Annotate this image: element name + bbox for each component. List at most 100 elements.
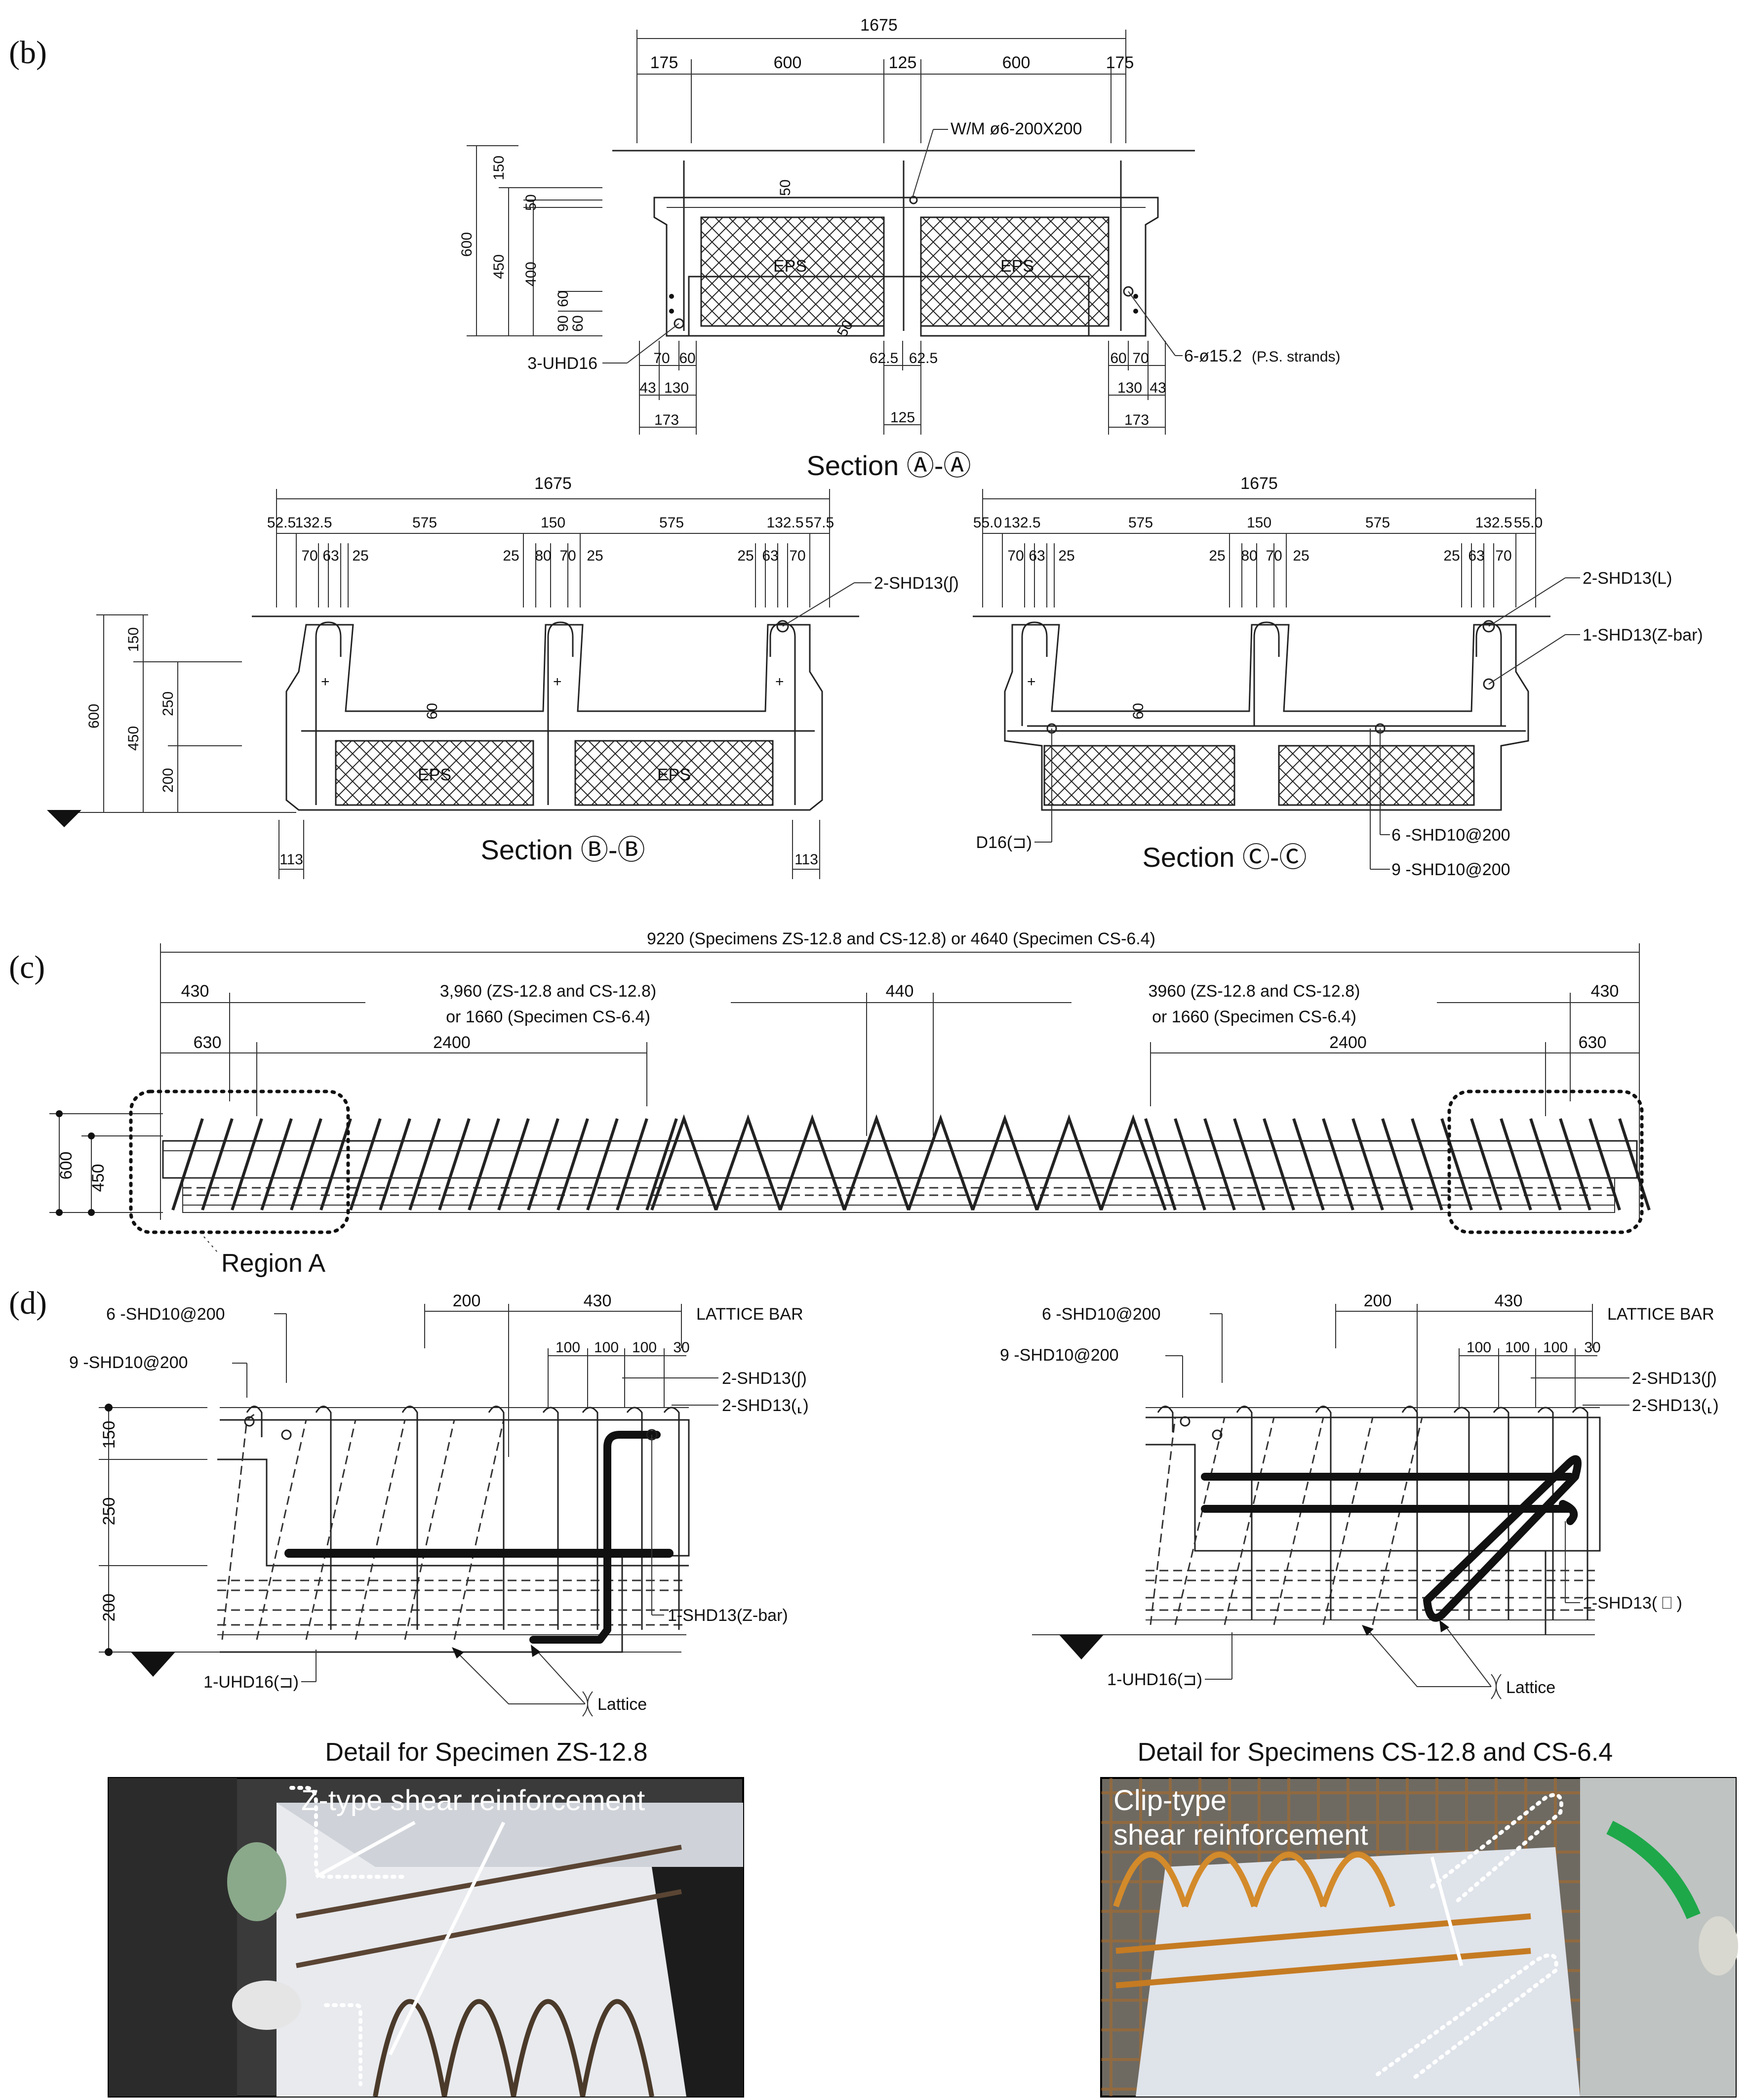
bb-dim-150: 150 xyxy=(125,627,142,652)
cc-d1-1: 132.5 xyxy=(1003,515,1040,531)
cs-uhd-label: 1-UHD16(⊐) xyxy=(1107,1670,1202,1689)
zs-shd9-label: 9 -SHD10@200 xyxy=(69,1353,188,1372)
aa-br-173: 173 xyxy=(1124,412,1149,428)
panel-label-b: (b) xyxy=(9,35,47,71)
cc-d2-5: 70 xyxy=(1266,548,1282,564)
region-a-label: Region A xyxy=(221,1249,325,1278)
aa-dim-50: 50 xyxy=(523,194,539,210)
cc-d16-label: D16(⊐) xyxy=(976,833,1032,852)
zs-lattice-bar-label: LATTICE BAR xyxy=(696,1305,803,1324)
cc-overall-dim: 1675 xyxy=(1240,474,1278,493)
aa-bm-625b: 62.5 xyxy=(909,350,938,366)
elev-center-440: 440 xyxy=(886,982,914,1001)
cc-shd6-label: 6 -SHD10@200 xyxy=(1391,826,1510,845)
cs-sp-3: 30 xyxy=(1584,1339,1600,1356)
bb-d2-3: 25 xyxy=(503,548,519,564)
bb-bottom-113-right: 113 xyxy=(794,851,818,868)
cc-d2-4: 80 xyxy=(1241,548,1257,564)
section-cc: 1675 55.0 132.5 575 150 575 132.5 55.0 7… xyxy=(973,474,1703,879)
cc-d2-8: 63 xyxy=(1468,548,1484,564)
aa-eps-right: EPS xyxy=(1000,257,1034,276)
bb-d2-9: 70 xyxy=(789,548,805,564)
aa-bl-60: 60 xyxy=(679,350,695,366)
bb-d1-5: 132.5 xyxy=(766,515,803,531)
elev-height-450: 450 xyxy=(89,1164,108,1192)
bb-d1-4: 575 xyxy=(659,515,684,531)
elev-overall: 9220 (Specimens ZS-12.8 and CS-12.8) or … xyxy=(647,929,1155,948)
svg-text:+: + xyxy=(321,674,330,690)
photo-cs-label-1: Clip-type xyxy=(1113,1784,1227,1817)
bb-d2-5: 70 xyxy=(559,548,576,564)
zs-sp-3: 30 xyxy=(673,1339,689,1356)
cc-d1-3: 150 xyxy=(1247,515,1271,531)
cc-d2-0: 70 xyxy=(1007,548,1024,564)
detail-cs: 200 430 LATTICE BAR 100 100 100 30 6 -SH… xyxy=(1000,1292,1719,1767)
aa-dim-400: 400 xyxy=(523,262,539,286)
aa-bl-173: 173 xyxy=(654,412,679,428)
cs-clip-label: 1-SHD13( ⎕ ) xyxy=(1583,1594,1682,1613)
zs-r1-label: 2-SHD13(∫) xyxy=(722,1369,807,1388)
elev-left-mid-1: 3,960 (ZS-12.8 and CS-12.8) xyxy=(440,982,656,1001)
cc-d1-0: 55.0 xyxy=(973,515,1002,531)
cc-title: Section Ⓒ-Ⓒ xyxy=(1143,842,1307,873)
zs-dim-430: 430 xyxy=(584,1292,612,1310)
elev-right-2400: 2400 xyxy=(1329,1033,1367,1052)
cc-d2-6: 25 xyxy=(1293,548,1309,564)
cc-d2-3: 25 xyxy=(1209,548,1225,564)
aa-dim-125: 125 xyxy=(889,53,917,72)
bb-d1-2: 575 xyxy=(412,515,437,531)
bb-eps-right: EPS xyxy=(657,766,691,784)
cs-shd9-label: 9 -SHD10@200 xyxy=(1000,1346,1119,1365)
section-bb: 1675 52.5 132.5 575 150 575 132.5 57.5 7… xyxy=(47,474,959,879)
zs-lattice-label: Lattice xyxy=(597,1695,647,1714)
bb-d2-8: 63 xyxy=(762,548,778,564)
bb-bottom-113-left: 113 xyxy=(279,851,303,868)
bb-d2-6: 25 xyxy=(587,548,603,564)
zs-r2-label: 2-SHD13(⸤) xyxy=(722,1396,809,1415)
elev-right-mid-2: or 1660 (Specimen CS-6.4) xyxy=(1152,1008,1356,1026)
support-triangle-icon xyxy=(47,810,81,827)
bb-dim-200: 200 xyxy=(160,768,176,793)
elevation-c: 9220 (Specimens ZS-12.8 and CS-12.8) or … xyxy=(49,929,1651,1278)
cc-d1-5: 132.5 xyxy=(1475,515,1512,531)
zs-zbar-label: 1-SHD13(Z-bar) xyxy=(668,1606,788,1625)
bb-d2-0: 70 xyxy=(301,548,317,564)
cs-sp-1: 100 xyxy=(1505,1339,1530,1356)
bb-inner-60: 60 xyxy=(424,703,440,719)
bb-d1-3: 150 xyxy=(541,515,565,531)
svg-text:+: + xyxy=(775,674,784,690)
aa-dim-150: 150 xyxy=(491,156,507,180)
aa-inner-50: 50 xyxy=(777,179,794,196)
aa-overall-dim: 1675 xyxy=(860,16,898,35)
cc-shd9-label: 9 -SHD10@200 xyxy=(1391,860,1510,879)
zs-support-icon xyxy=(131,1652,175,1677)
bb-dim-600: 600 xyxy=(86,704,102,728)
elev-left-2400: 2400 xyxy=(433,1033,471,1052)
aa-br-130: 130 xyxy=(1117,380,1142,396)
aa-mesh-label: W/M ø6-200X200 xyxy=(951,120,1082,138)
zs-sp-2: 100 xyxy=(632,1339,657,1356)
aa-br-70: 70 xyxy=(1132,350,1149,366)
elev-left-630: 630 xyxy=(194,1033,222,1052)
zs-caption: Detail for Specimen ZS-12.8 xyxy=(325,1738,647,1767)
bb-d2-7: 25 xyxy=(737,548,754,564)
zs-dim-200: 200 xyxy=(453,1292,481,1310)
lattice-zigzag xyxy=(171,1114,1651,1211)
cs-shd6-label: 6 -SHD10@200 xyxy=(1042,1305,1161,1324)
cc-d1-2: 575 xyxy=(1128,515,1153,531)
cs-caption: Detail for Specimens CS-12.8 and CS-6.4 xyxy=(1138,1738,1613,1767)
aa-dim-450: 450 xyxy=(491,254,507,279)
bb-title: Section Ⓑ-Ⓑ xyxy=(481,834,645,865)
zs-sp-1: 100 xyxy=(594,1339,619,1356)
aa-bm-625a: 62.5 xyxy=(870,350,898,366)
bb-overall-dim: 1675 xyxy=(534,474,572,493)
bb-d2-2: 25 xyxy=(352,548,368,564)
aa-bl-130: 130 xyxy=(664,380,689,396)
aa-dim-600-left: 600 xyxy=(774,53,802,72)
cs-r1-label: 2-SHD13(∫) xyxy=(1632,1369,1717,1388)
detail-zs: 200 430 LATTICE BAR 100 100 100 30 6 -SH… xyxy=(69,1292,809,1767)
bb-dim-450: 450 xyxy=(125,726,142,751)
cs-sp-2: 100 xyxy=(1543,1339,1568,1356)
elev-right-630: 630 xyxy=(1579,1033,1607,1052)
